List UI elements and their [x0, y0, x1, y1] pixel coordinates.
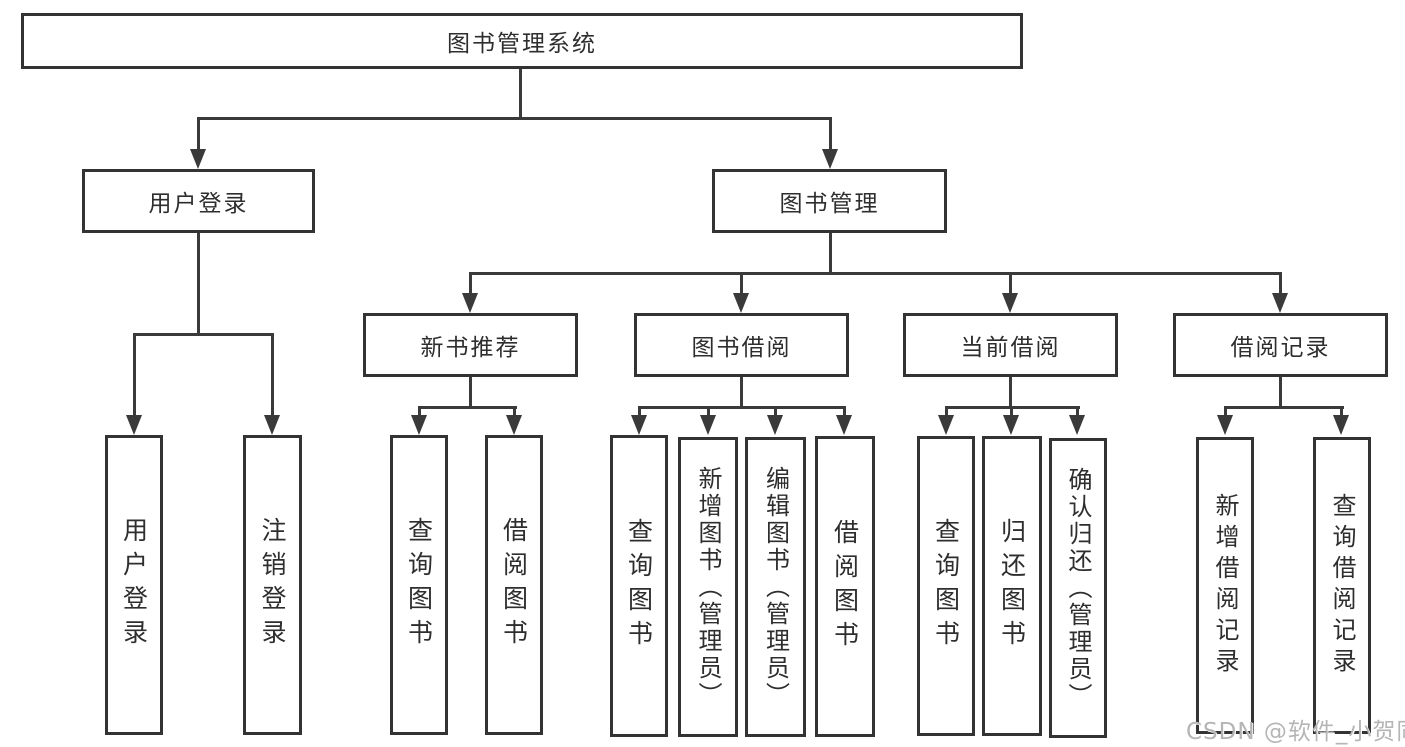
- arrowhead-to-borrowing-records: [1272, 293, 1288, 313]
- edge-recommend-branch: [418, 406, 517, 409]
- edge-current-stub-2: [1010, 406, 1013, 417]
- node-new-book-recommend: 新书推荐: [363, 313, 578, 377]
- leaf-query-books-3-label: 查询图书: [931, 518, 961, 654]
- leaf-query-borrow-record-label: 查询借阅记录: [1328, 492, 1356, 679]
- edge-root-stem: [519, 69, 522, 119]
- arrowhead-to-leaf-add-books: [700, 415, 716, 435]
- leaf-query-books-2-label: 查询图书: [624, 518, 654, 654]
- edge-borrowing-stem: [740, 375, 743, 409]
- node-current-borrowing: 当前借阅: [903, 313, 1118, 377]
- node-book-borrowing-label: 图书借阅: [691, 335, 792, 361]
- leaf-add-borrow-record: 新增借阅记录: [1196, 437, 1254, 734]
- leaf-edit-books-label: 编辑图书（管理员）: [761, 465, 790, 709]
- edge-current-stem: [1009, 375, 1012, 409]
- edge-records-stub-1: [1224, 406, 1227, 417]
- node-borrowing-records: 借阅记录: [1173, 313, 1388, 377]
- node-root: 图书管理系统: [21, 13, 1023, 69]
- arrowhead-to-leaf-confirm-return: [1069, 415, 1085, 435]
- arrowhead-to-leaf-edit-books: [767, 415, 783, 435]
- edge-records-stem: [1279, 375, 1282, 409]
- node-book-management-label: 图书管理: [779, 191, 880, 217]
- edge-borrowing-stub-1: [638, 406, 641, 417]
- leaf-confirm-return: 确认归还（管理员）: [1049, 438, 1107, 738]
- arrowhead-to-current-borrowing: [1002, 293, 1018, 313]
- arrowhead-to-leaf-user-login: [126, 415, 142, 435]
- arrowhead-to-leaf-return-books: [1003, 415, 1019, 435]
- arrowhead-to-user-login: [190, 149, 206, 169]
- arrowhead-to-leaf-query-books-3: [938, 415, 954, 435]
- leaf-user-login-label: 用户登录: [119, 517, 149, 653]
- edge-book-mgmt-stub-3: [1009, 272, 1012, 295]
- edge-borrowing-stub-3: [774, 406, 777, 417]
- edge-user-login-stem: [197, 231, 200, 335]
- edge-user-login-stub-1: [133, 333, 136, 417]
- arrowhead-to-leaf-query-books-1: [411, 415, 427, 435]
- leaf-borrow-books-2: 借阅图书: [815, 436, 875, 737]
- leaf-logout: 注销登录: [243, 435, 302, 735]
- leaf-return-books: 归还图书: [982, 436, 1042, 736]
- leaf-borrow-books-2-label: 借阅图书: [830, 518, 860, 655]
- edge-records-stub-2: [1340, 406, 1343, 417]
- node-borrowing-records-label: 借阅记录: [1230, 335, 1331, 361]
- edge-recommend-stem: [469, 375, 472, 409]
- edge-book-mgmt-branch: [469, 272, 1282, 275]
- arrowhead-to-book-borrowing: [733, 293, 749, 313]
- arrowhead-to-leaf-borrow-books-2: [836, 415, 852, 435]
- leaf-query-borrow-record: 查询借阅记录: [1313, 437, 1371, 734]
- csdn-watermark: CSDN @软件_小贺同学: [1186, 719, 1405, 745]
- leaf-edit-books: 编辑图书（管理员）: [745, 437, 806, 737]
- leaf-query-books-1-label: 查询图书: [404, 517, 434, 653]
- node-current-borrowing-label: 当前借阅: [960, 335, 1061, 361]
- edge-current-stub-3: [1076, 406, 1079, 417]
- leaf-query-books-3: 查询图书: [917, 436, 975, 736]
- leaf-add-borrow-record-label: 新增借阅记录: [1211, 492, 1239, 679]
- arrowhead-to-leaf-borrow-books-1: [506, 415, 522, 435]
- arrowhead-to-leaf-query-borrow-record: [1333, 415, 1349, 435]
- leaf-confirm-return-label: 确认归还（管理员）: [1064, 466, 1092, 710]
- node-book-borrowing: 图书借阅: [634, 313, 849, 377]
- edge-book-mgmt-stub-2: [740, 272, 743, 295]
- arrowhead-to-book-management: [822, 149, 838, 169]
- node-new-book-recommend-label: 新书推荐: [420, 335, 521, 361]
- leaf-user-login: 用户登录: [105, 435, 163, 735]
- edge-recommend-stub-1: [418, 406, 421, 417]
- node-book-management: 图书管理: [712, 169, 947, 233]
- edge-borrowing-branch: [638, 406, 846, 409]
- arrowhead-to-leaf-query-books-2: [631, 415, 647, 435]
- leaf-borrow-books-1: 借阅图书: [485, 435, 543, 735]
- leaf-query-books-1: 查询图书: [390, 435, 448, 735]
- edge-root-stub-right: [829, 117, 832, 150]
- leaf-add-books-label: 新增图书（管理员）: [694, 465, 722, 709]
- edge-recommend-stub-2: [513, 406, 516, 417]
- edge-root-branch: [197, 117, 832, 120]
- leaf-return-books-label: 归还图书: [997, 518, 1027, 654]
- edge-book-mgmt-stub-4: [1279, 272, 1282, 295]
- leaf-add-books: 新增图书（管理员）: [678, 437, 738, 737]
- arrowhead-to-leaf-add-borrow-record: [1217, 415, 1233, 435]
- node-root-label: 图书管理系统: [447, 31, 597, 57]
- edge-records-branch: [1224, 406, 1344, 409]
- leaf-logout-label: 注销登录: [258, 517, 287, 653]
- leaf-query-books-2: 查询图书: [610, 435, 668, 737]
- arrowhead-to-leaf-logout: [264, 415, 280, 435]
- edge-user-login-stub-2: [271, 333, 274, 417]
- arrowhead-to-new-book-recommend: [462, 293, 478, 313]
- edge-borrowing-stub-4: [843, 406, 846, 417]
- edge-user-login-branch: [133, 333, 274, 336]
- edge-book-mgmt-stem: [829, 231, 832, 275]
- edge-borrowing-stub-2: [707, 406, 710, 417]
- edge-root-stub-left: [197, 117, 200, 150]
- edge-book-mgmt-stub-1: [469, 272, 472, 295]
- node-user-login: 用户登录: [82, 169, 315, 233]
- edge-current-stub-1: [945, 406, 948, 417]
- node-user-login-label: 用户登录: [148, 191, 249, 217]
- leaf-borrow-books-1-label: 借阅图书: [499, 517, 529, 653]
